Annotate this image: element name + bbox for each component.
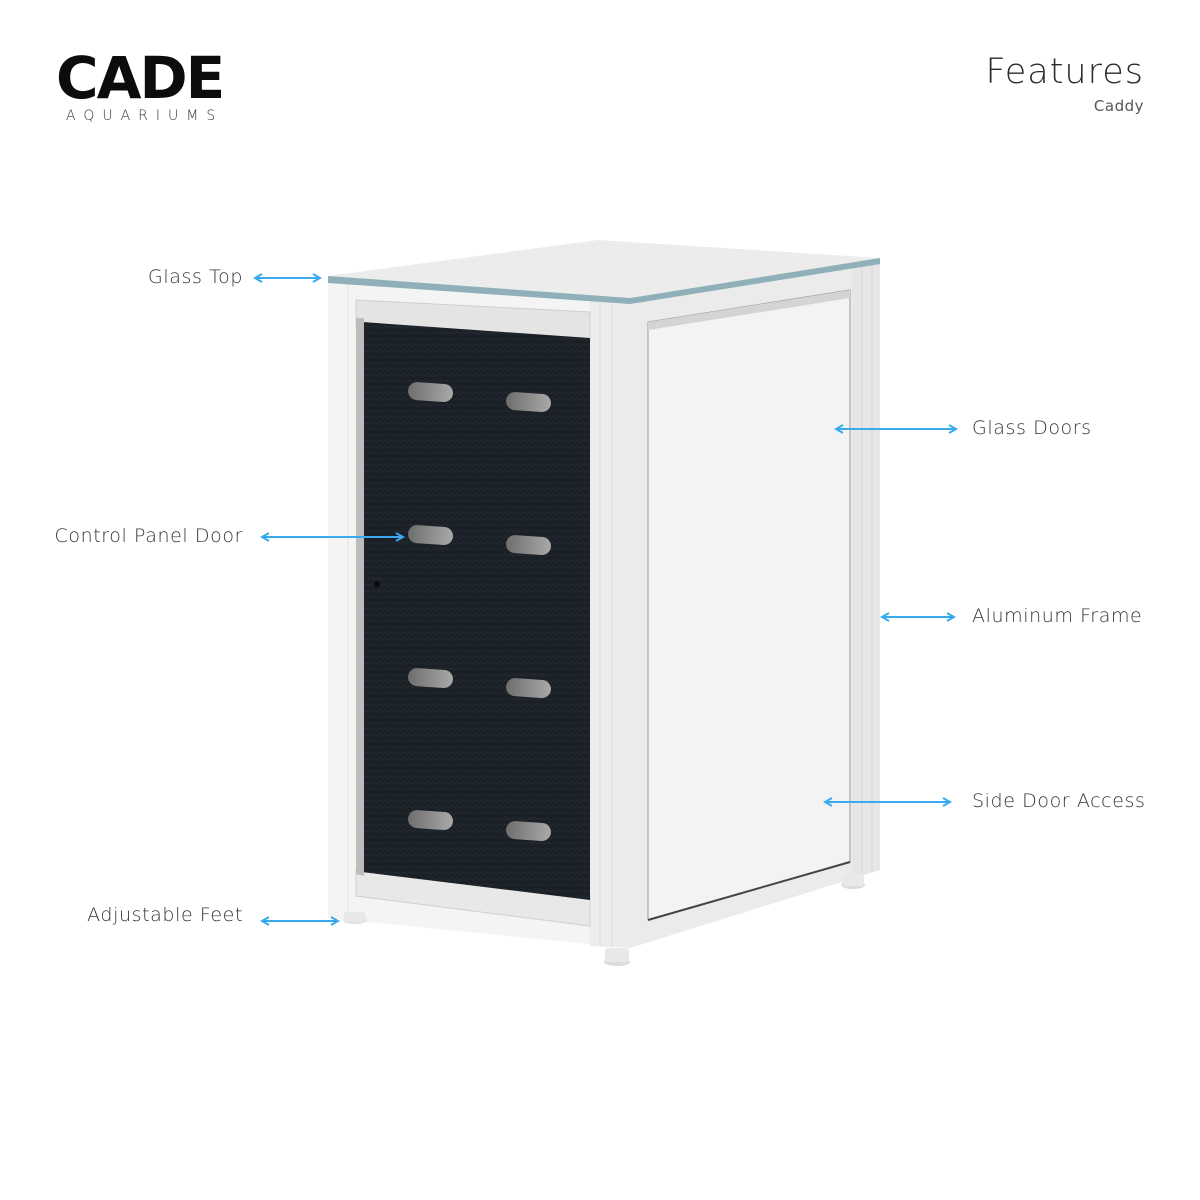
logo-wordmark: CADE	[56, 44, 225, 112]
callout-aluminum-frame: Aluminum Frame	[972, 605, 1143, 627]
control-panel-door	[356, 318, 590, 900]
callout-side-door-access: Side Door Access	[972, 790, 1146, 812]
header: Features Caddy	[986, 52, 1145, 115]
page-title: Features	[985, 52, 1144, 92]
callout-control-panel-door: Control Panel Door	[54, 525, 243, 547]
callout-arrows	[255, 278, 956, 921]
callout-adjustable-feet: Adjustable Feet	[87, 904, 243, 926]
glass-top	[328, 240, 880, 304]
brand-logo: CADE AQUARIUMS	[56, 44, 226, 124]
adjustable-feet	[343, 874, 865, 966]
callout-glass-doors: Glass Doors	[972, 417, 1092, 439]
vent-slots	[408, 382, 551, 841]
callout-glass-top: Glass Top	[148, 266, 243, 288]
logo-subtitle: AQUARIUMS	[66, 108, 224, 124]
side-panel	[630, 258, 880, 948]
product-name: Caddy	[1093, 97, 1144, 115]
